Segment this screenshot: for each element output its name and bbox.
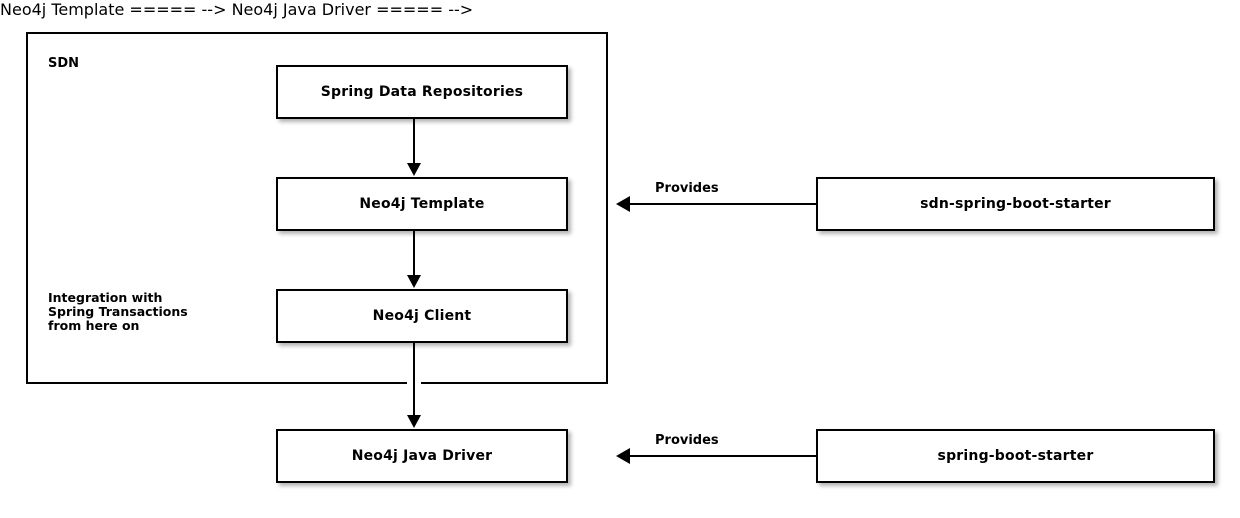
edge-boot-starter-provides-line xyxy=(628,455,816,457)
node-spring-data-repositories-label: Spring Data Repositories xyxy=(320,84,524,100)
node-neo4j-template-label: Neo4j Template xyxy=(359,196,485,212)
edge-boot-starter-provides-arrowhead xyxy=(616,448,630,464)
node-neo4j-java-driver[interactable]: Neo4j Java Driver xyxy=(276,429,568,483)
node-neo4j-java-driver-label: Neo4j Java Driver xyxy=(351,448,493,464)
edge-client-to-driver-arrowhead xyxy=(407,415,421,428)
integration-note-line-3: from here on xyxy=(48,318,140,333)
edge-repos-to-template-line xyxy=(413,119,415,164)
integration-note-line-1: Integration with xyxy=(48,290,163,305)
node-neo4j-template[interactable]: Neo4j Template xyxy=(276,177,568,231)
node-sdn-spring-boot-starter-label: sdn-spring-boot-starter xyxy=(920,196,1111,212)
node-spring-boot-starter[interactable]: spring-boot-starter xyxy=(816,429,1215,483)
sdn-group-label: SDN xyxy=(48,56,80,71)
edge-repos-to-template-arrowhead xyxy=(407,163,421,176)
edge-client-to-driver-line xyxy=(413,343,415,416)
integration-note: Integration with Spring Transactions fro… xyxy=(48,291,188,333)
edge-sdn-starter-provides-arrowhead xyxy=(616,196,630,212)
edge-sdn-starter-provides-line xyxy=(628,203,816,205)
integration-note-line-2: Spring Transactions xyxy=(48,304,188,319)
edge-sdn-starter-provides-label: Provides xyxy=(655,181,719,196)
node-spring-boot-starter-label: spring-boot-starter xyxy=(937,448,1094,464)
node-sdn-spring-boot-starter[interactable]: sdn-spring-boot-starter xyxy=(816,177,1215,231)
sdn-group-container xyxy=(26,32,608,384)
node-spring-data-repositories[interactable]: Spring Data Repositories xyxy=(276,65,568,119)
node-neo4j-client-label: Neo4j Client xyxy=(372,308,472,324)
node-neo4j-client[interactable]: Neo4j Client xyxy=(276,289,568,343)
edge-template-to-client-line xyxy=(413,231,415,276)
edge-boot-starter-provides-label: Provides xyxy=(655,433,719,448)
edge-template-to-client-arrowhead xyxy=(407,275,421,288)
